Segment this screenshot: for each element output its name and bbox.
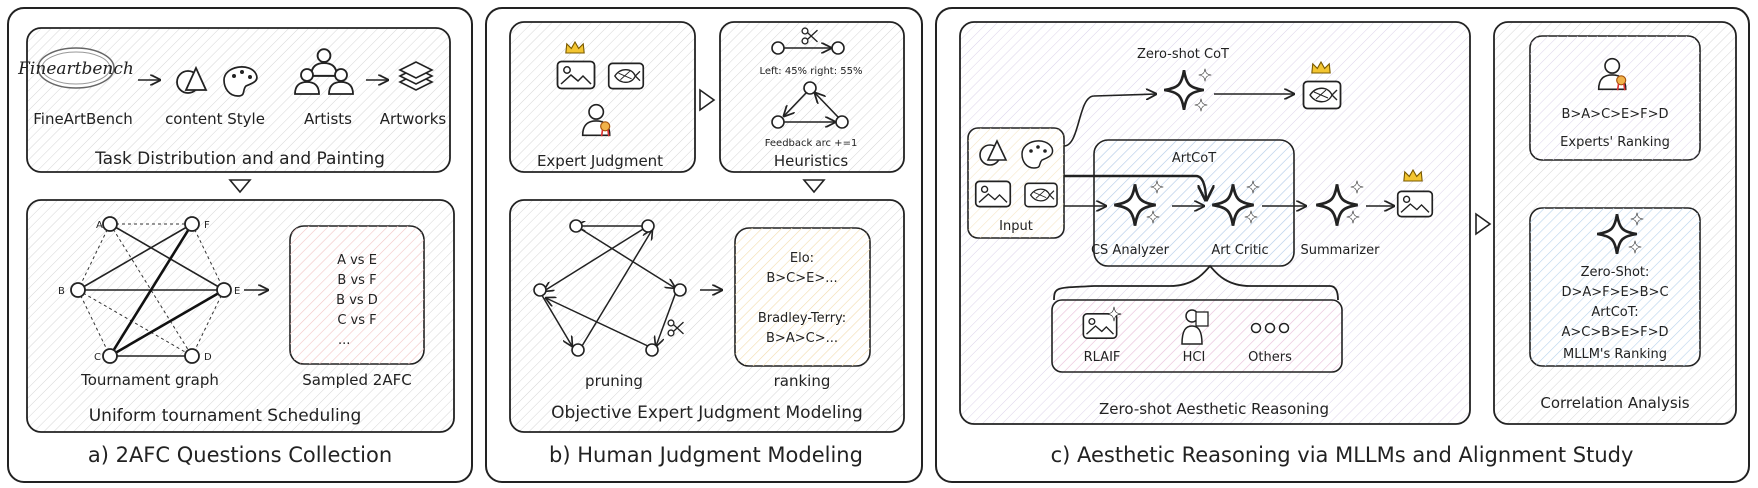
shapes-icon [176, 65, 208, 94]
landscape-picture-icon [974, 180, 1012, 208]
ellipsis-icon [1250, 322, 1290, 334]
fineartbench-logo: Fineartbench [17, 47, 134, 89]
mllm-ranking-line: Zero-Shot: [1581, 265, 1650, 280]
landscape-picture-icon [1396, 190, 1434, 218]
ranking-line: B>A>C>... [766, 331, 838, 346]
panel-a-caption: a) 2AFC Questions Collection [88, 443, 392, 467]
sampled-2afc-card: A vs E B vs F B vs D C vs F ... [289, 225, 425, 365]
ranking-label: ranking [774, 372, 831, 390]
down-triangle-icon [228, 179, 252, 194]
node-label: D [204, 352, 212, 363]
fish-picture-icon [607, 62, 645, 90]
tournament-graph-label: Tournament graph [80, 371, 219, 389]
correlation-box-title: Correlation Analysis [1540, 394, 1689, 412]
graph-node [70, 282, 86, 298]
landscape-picture-icon [556, 60, 596, 90]
app-label: RLAIF [1084, 350, 1121, 365]
objective-modeling-box: pruning Elo: B>C>E>... Bradley-Terry: B>… [509, 199, 905, 433]
zero-shot-cot-label: Zero-shot CoT [1137, 47, 1229, 62]
heuristics-box: Left: 45% right: 55% Feedback arc +=1 He… [719, 21, 905, 173]
palette-icon [1021, 140, 1054, 169]
artcot-box: ArtCoT CS Analyzer Art Critic [1091, 139, 1295, 267]
summarizer-label: Summarizer [1301, 243, 1381, 258]
logo-text: Fineartbench [17, 59, 134, 79]
graph-node [216, 282, 232, 298]
tournament-box-title: Uniform tournament Scheduling [89, 406, 362, 426]
panel-a: Fineartbench FineArtBench [7, 7, 473, 483]
pair-item: ... [338, 333, 350, 348]
task-item: Artists [304, 110, 352, 128]
pruned-graph [533, 219, 722, 357]
input-box: Input [967, 127, 1065, 239]
task-item: Artworks [380, 110, 447, 128]
experts-ranking-card: B>A>C>E>F>D Experts' Ranking [1529, 35, 1701, 161]
app-label: HCI [1183, 350, 1206, 365]
rlaif-picture-icon [1082, 313, 1118, 339]
brace-icon [1053, 264, 1339, 301]
mllm-ranking-line: D>A>F>E>B>C [1561, 285, 1668, 300]
experts-ranking-value: B>A>C>E>F>D [1561, 107, 1668, 122]
task-box-title: Task Distribution and and Painting [94, 149, 385, 169]
mllm-ranking-line: ArtCoT: [1591, 305, 1638, 320]
task-item: FineArtBench [33, 110, 133, 128]
pruning-label: pruning [585, 372, 643, 390]
tournament-graph: A F B E C D [58, 216, 268, 364]
input-label: Input [999, 219, 1033, 234]
mllm-ranking-label: MLLM's Ranking [1563, 347, 1667, 362]
aesthetic-reasoning-box: Zero-shot CoT Input [959, 21, 1471, 425]
mllm-ranking-line: A>C>B>E>F>D [1561, 325, 1668, 340]
fish-picture-icon [1302, 80, 1342, 110]
tournament-box: A F B E C D Tournament graph A vs E B vs… [26, 199, 455, 433]
artcot-label: ArtCoT [1172, 151, 1216, 166]
node-label: A [96, 220, 103, 231]
down-triangle-icon [802, 179, 826, 194]
ranking-line: B>C>E>... [766, 271, 837, 286]
mllm-ranking-card: Zero-Shot: D>A>F>E>B>C ArtCoT: A>C>B>E>F… [1529, 207, 1701, 367]
pair-item: A vs E [337, 253, 377, 268]
panel-b: Expert Judgment Left: 45% right: 55% Fee… [485, 7, 923, 483]
art-critic-label: Art Critic [1211, 243, 1268, 258]
heuristics-feedback: Feedback arc +=1 [765, 138, 858, 149]
task-item: content Style [165, 110, 265, 128]
right-triangle-icon [1475, 212, 1492, 236]
panel-b-caption: b) Human Judgment Modeling [549, 443, 863, 467]
node-label: B [58, 286, 65, 297]
node-label: E [234, 286, 240, 297]
fish-picture-icon [1024, 182, 1058, 208]
modeling-box-title: Objective Expert Judgment Modeling [551, 403, 863, 423]
graph-node [184, 348, 200, 364]
node-label: C [94, 352, 101, 363]
ranking-card: Elo: B>C>E>... Bradley-Terry: B>A>C>... [734, 227, 871, 367]
correlation-box: B>A>C>E>F>D Experts' Ranking Zero-Shot: … [1493, 21, 1737, 425]
experts-ranking-label: Experts' Ranking [1560, 135, 1670, 150]
expert-judgment-label: Expert Judgment [537, 152, 663, 170]
palette-icon [223, 66, 258, 97]
panel-c-caption: c) Aesthetic Reasoning via MLLMs and Ali… [1051, 443, 1634, 467]
cs-analyzer-label: CS Analyzer [1091, 243, 1170, 258]
right-triangle-icon [699, 88, 716, 112]
graph-node [102, 348, 118, 364]
graph-node [184, 216, 200, 232]
applications-box: RLAIF HCI Others [1051, 299, 1343, 373]
easel-person-icon [1181, 309, 1209, 345]
ranking-line: Bradley-Terry: [758, 311, 846, 326]
artworks-stack-icon [398, 61, 434, 91]
sampled-2afc-label: Sampled 2AFC [302, 371, 411, 389]
expert-judgment-box: Expert Judgment [509, 21, 696, 173]
task-distribution-box: Fineartbench FineArtBench [17, 27, 451, 173]
heuristics-label: Heuristics [774, 152, 848, 170]
reasoning-box-title: Zero-shot Aesthetic Reasoning [1099, 400, 1329, 418]
heuristics-ratio: Left: 45% right: 55% [759, 66, 862, 77]
shapes-icon [979, 139, 1008, 166]
node-label: F [204, 220, 210, 231]
app-label: Others [1248, 350, 1292, 365]
pair-item: B vs D [336, 293, 378, 308]
pair-item: C vs F [337, 313, 376, 328]
pair-item: B vs F [337, 273, 376, 288]
panel-c: Zero-shot CoT Input [935, 7, 1750, 483]
graph-node [102, 216, 118, 232]
ranking-line: Elo: [790, 251, 814, 266]
